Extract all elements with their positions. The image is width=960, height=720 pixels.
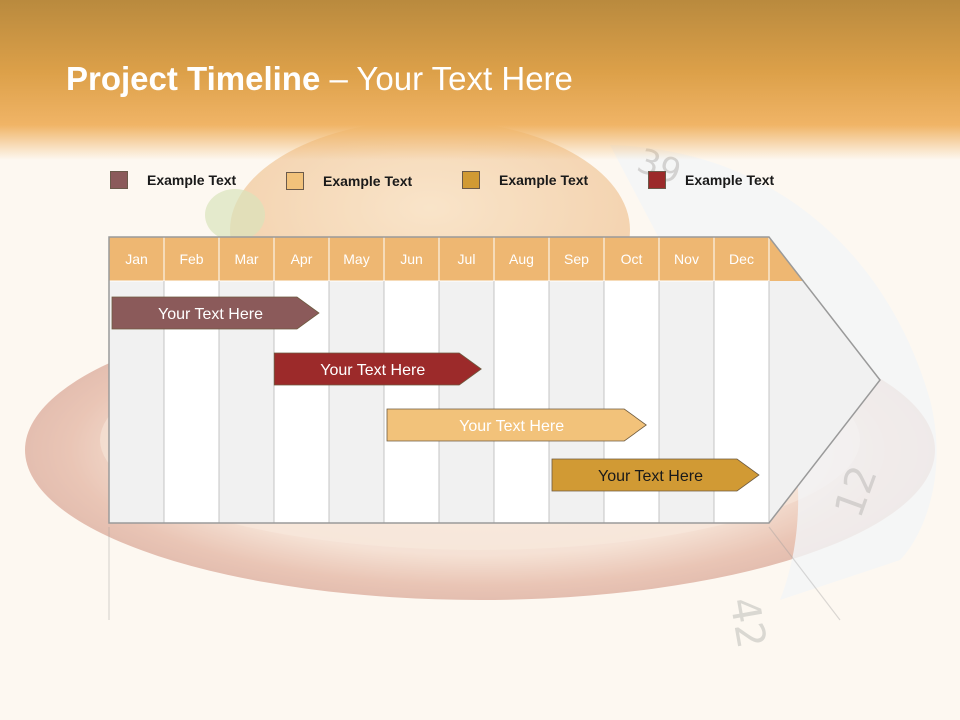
page-title: Project Timeline – Your Text Here <box>66 60 573 98</box>
timeline-arrow-tip <box>769 237 880 523</box>
month-column-shade <box>329 281 384 523</box>
month-header-cell <box>713 236 770 282</box>
month-label: Sep <box>564 251 589 267</box>
reflection-edge <box>768 526 841 621</box>
month-label: Dec <box>729 251 754 267</box>
legend-swatch <box>286 172 304 190</box>
task-bar <box>386 408 647 442</box>
month-header-cell <box>548 236 605 282</box>
legend-label: Example Text <box>499 172 589 188</box>
title-light-part: – Your Text Here <box>320 60 573 97</box>
legend-swatch <box>462 171 480 189</box>
timeline-reflection <box>108 526 841 621</box>
task-label: Your Text Here <box>320 362 425 379</box>
month-label: Feb <box>179 251 203 267</box>
month-label: Oct <box>621 251 643 267</box>
lettuce-shape <box>205 189 265 241</box>
task-label: Your Text Here <box>598 468 703 485</box>
legend-swatch <box>648 171 666 189</box>
month-label: Jun <box>400 251 423 267</box>
task-label: Your Text Here <box>158 306 263 323</box>
task-bar <box>273 352 482 386</box>
month-label: May <box>343 251 369 267</box>
task-bar <box>111 296 320 330</box>
timeline-arrow-outline <box>108 236 881 524</box>
title-banner: Project Timeline – Your Text Here <box>0 0 960 160</box>
month-label: Jul <box>458 251 476 267</box>
month-header-cell <box>163 236 220 282</box>
title-bold-part: Project Timeline <box>66 60 321 97</box>
task-bar <box>551 458 760 492</box>
legend-swatch <box>110 171 128 189</box>
month-column-shade <box>439 281 494 523</box>
tape-measure-digits-3: 42 <box>720 594 774 652</box>
legend-label: Example Text <box>323 173 413 189</box>
month-label: Aug <box>509 251 534 267</box>
legend-label: Example Text <box>147 172 237 188</box>
month-label: Mar <box>234 251 258 267</box>
task-label: Your Text Here <box>459 418 564 435</box>
month-label: Apr <box>291 251 313 267</box>
month-header-cell <box>383 236 440 282</box>
month-label: Jan <box>125 251 148 267</box>
legend-label: Example Text <box>685 172 775 188</box>
month-label: Nov <box>674 251 699 267</box>
month-header-cell <box>328 236 385 282</box>
month-columns: Jan Feb Mar Apr May Jun Jul Aug Sep Oct Nov Dec <box>108 236 880 523</box>
